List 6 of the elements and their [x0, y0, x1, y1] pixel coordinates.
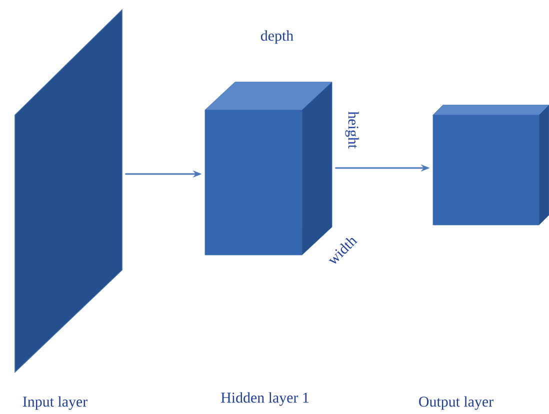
layer-caption: Input layer	[22, 396, 88, 410]
dimension-label: depth	[260, 30, 294, 44]
layer-caption: Output layer	[419, 396, 494, 410]
layer-cube	[432, 104, 549, 226]
dimension-label: height	[345, 111, 359, 149]
layer-caption: Hidden layer 1	[221, 392, 309, 406]
